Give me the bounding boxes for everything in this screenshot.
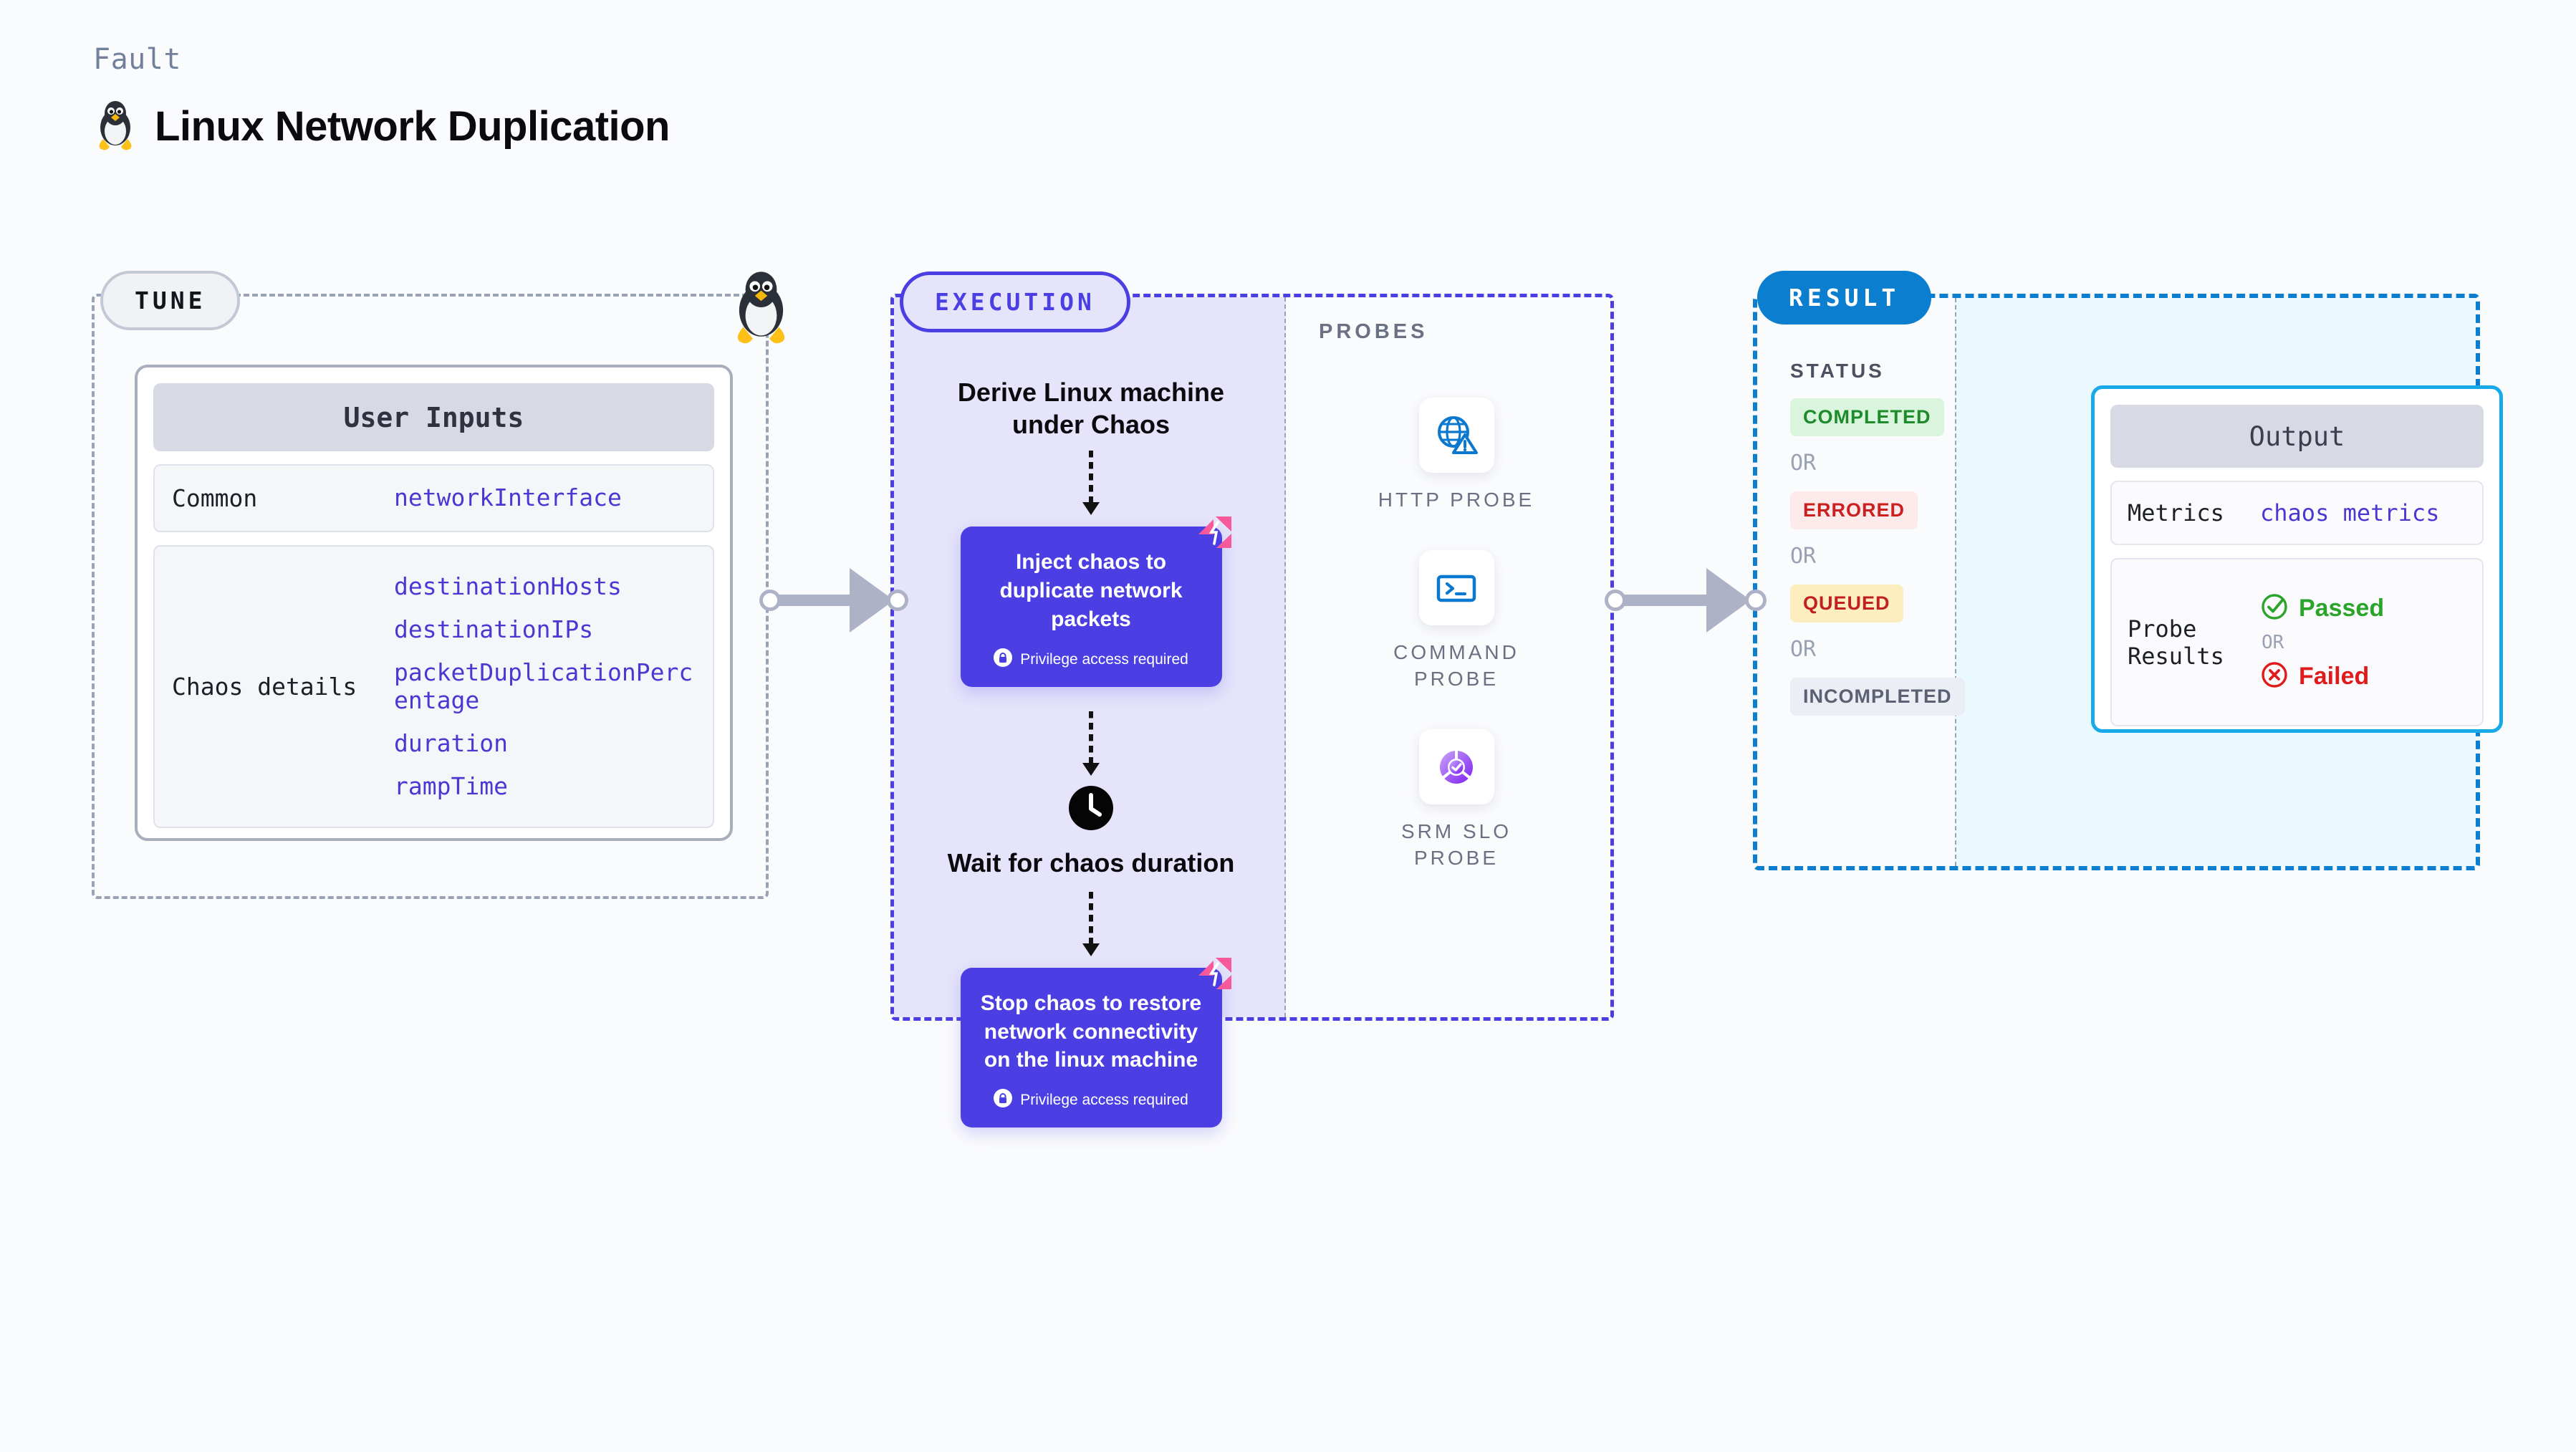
litmus-chaos-icon [1194, 953, 1234, 994]
user-inputs-title: User Inputs [153, 383, 714, 451]
probe-srm-slo[interactable]: SRM SLO PROBE [1378, 729, 1535, 871]
tux-linux-icon [93, 99, 138, 154]
input-param: duration [394, 729, 508, 757]
or-separator: OR [2262, 631, 2284, 653]
connector-endpoint-dot [1745, 590, 1767, 611]
chaos-box-title: Inject chaos to duplicate network packet… [999, 550, 1183, 631]
execution-panel: EXECUTION PROBES Derive Linux machine un… [890, 271, 1614, 1128]
privilege-text: Privilege access required [1020, 650, 1188, 668]
or-separator: OR [1790, 451, 1817, 476]
input-param: rampTime [394, 772, 508, 801]
tune-pill-label: TUNE [100, 271, 241, 330]
status-badge-queued: QUEUED [1790, 585, 1903, 622]
probe-label: SRM SLO PROBE [1400, 820, 1512, 869]
probe-result-failed: Failed [2260, 660, 2384, 693]
input-group-label: Chaos details [172, 673, 357, 701]
result-pill-label: RESULT [1757, 271, 1932, 324]
privilege-notice: Privilege access required [979, 648, 1203, 671]
user-inputs-card: User Inputs Common networkInterface Chao… [135, 365, 733, 841]
probe-result-passed: Passed [2260, 592, 2384, 625]
probes-section-label: PROBES [1319, 320, 1428, 343]
status-badge-errored: ERRORED [1790, 491, 1918, 529]
privilege-notice: Privilege access required [979, 1089, 1203, 1112]
output-row-probe-results: Probe Results Passed OR [2110, 558, 2484, 727]
globe-warning-icon [1418, 398, 1494, 473]
result-panel: RESULT STATUS COMPLETED OR ERRORED OR QU… [1753, 271, 2503, 870]
connector-endpoint-dot [887, 590, 908, 611]
input-param: destinationHosts [394, 572, 622, 600]
probe-http[interactable]: HTTP PROBE [1378, 398, 1534, 513]
input-group-values: networkInterface [394, 484, 622, 512]
output-row-label: Probe Results [2128, 615, 2224, 670]
input-group-common: Common networkInterface [153, 464, 714, 532]
flow-arrow-icon [1082, 711, 1100, 776]
execution-pill-label: EXECUTION [900, 271, 1130, 332]
probe-label: COMMAND PROBE [1393, 641, 1519, 690]
lock-icon [994, 648, 1013, 671]
status-badge-incompleted: INCOMPLETED [1790, 678, 1965, 716]
status-badge-completed: COMPLETED [1790, 398, 1944, 436]
tune-panel: TUNE User Inputs Common networkInterface… [92, 271, 769, 899]
output-card: Output Metrics chaos metrics Probe Resul… [2091, 385, 2503, 733]
flow-step-stop-chaos[interactable]: Stop chaos to restore network connectivi… [960, 957, 1231, 1128]
input-param: destinationIPs [394, 615, 594, 643]
probe-label: HTTP PROBE [1378, 489, 1535, 511]
privilege-text: Privilege access required [1020, 1092, 1188, 1109]
status-heading: STATUS [1790, 360, 1885, 382]
connector-endpoint-dot [759, 590, 781, 611]
chaos-box-title: Stop chaos to restore network connectivi… [980, 991, 1202, 1072]
connector-tune-to-execution [759, 561, 908, 640]
connector-endpoint-dot [1605, 590, 1626, 611]
probe-command[interactable]: COMMAND PROBE [1378, 550, 1535, 692]
title-row: Linux Network Duplication [93, 99, 671, 154]
clock-icon [1069, 785, 1113, 834]
input-group-label: Common [172, 484, 258, 512]
input-group-values: destinationHosts destinationIPs packetDu… [394, 572, 695, 801]
input-param: networkInterface [394, 484, 622, 512]
litmus-chaos-icon [1194, 512, 1234, 552]
x-circle-icon [2260, 660, 2289, 693]
flow-arrow-icon [1082, 891, 1100, 956]
output-row-label: Metrics [2128, 499, 2224, 527]
flow-arrow-icon [1082, 451, 1100, 515]
input-param: packetDuplicationPercentage [394, 658, 693, 714]
probe-result-values: Passed OR Failed [2260, 592, 2384, 693]
fault-eyebrow: Fault [93, 43, 181, 76]
execution-flow: Derive Linux machine under Chaos Inject … [930, 376, 1252, 1128]
flow-step-inject-chaos[interactable]: Inject chaos to duplicate network packet… [960, 516, 1231, 687]
probe-passed-label: Passed [2299, 594, 2385, 622]
connector-execution-to-result [1605, 561, 1767, 640]
probe-failed-label: Failed [2299, 662, 2370, 690]
flow-step-derive-machine: Derive Linux machine under Chaos [957, 378, 1225, 439]
probes-list: HTTP PROBE COMMAND PROBE [1295, 398, 1618, 871]
input-group-chaos-details: Chaos details destinationHosts destinati… [153, 545, 714, 828]
flow-step-wait-duration: Wait for chaos duration [947, 847, 1235, 878]
slo-donut-check-icon [1418, 729, 1494, 805]
page-header: Fault Linux Network Duplication [93, 43, 671, 154]
or-separator: OR [1790, 544, 1817, 569]
output-row-value: chaos metrics [2260, 499, 2440, 527]
terminal-prompt-icon [1418, 550, 1494, 626]
output-row-metrics: Metrics chaos metrics [2110, 481, 2484, 546]
page-title: Linux Network Duplication [155, 103, 671, 150]
output-title: Output [2110, 405, 2484, 468]
or-separator: OR [1790, 637, 1817, 662]
tux-linux-icon [727, 269, 795, 344]
check-circle-icon [2260, 592, 2289, 625]
lock-icon [994, 1089, 1013, 1112]
status-column: STATUS COMPLETED OR ERRORED OR QUEUED OR… [1790, 360, 1965, 716]
